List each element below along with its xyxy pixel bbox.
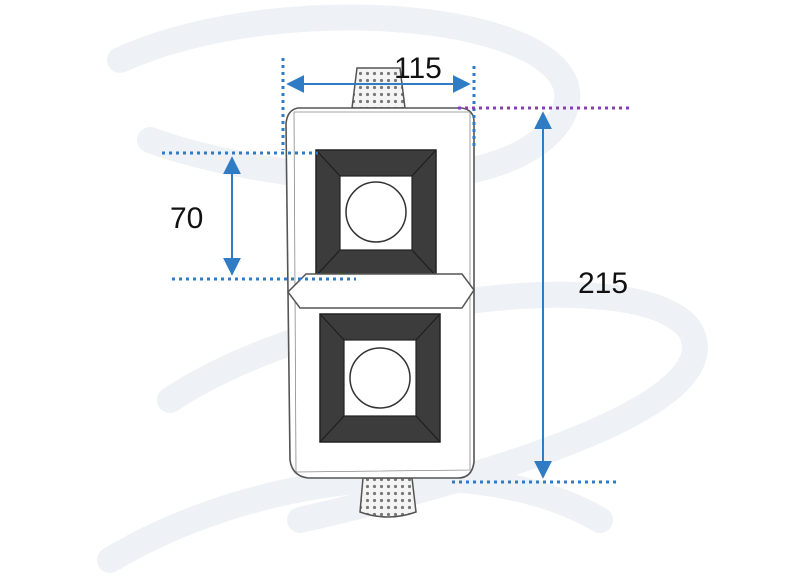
height-dimension: 215 — [452, 106, 630, 484]
module-dimension: 70 — [162, 151, 356, 281]
bottom-mounting-clip — [359, 477, 417, 518]
upper-lamp-opening-icon — [345, 181, 407, 243]
module-dimension-label: 70 — [170, 202, 203, 235]
width-dimension: 115 — [281, 52, 476, 150]
lower-lamp-module — [319, 313, 441, 443]
height-dimension-label: 215 — [578, 267, 628, 300]
divider-bar — [287, 273, 475, 309]
upper-lamp-module — [315, 149, 437, 277]
lower-lamp-opening-icon — [349, 347, 411, 409]
width-dimension-label: 115 — [394, 52, 442, 85]
